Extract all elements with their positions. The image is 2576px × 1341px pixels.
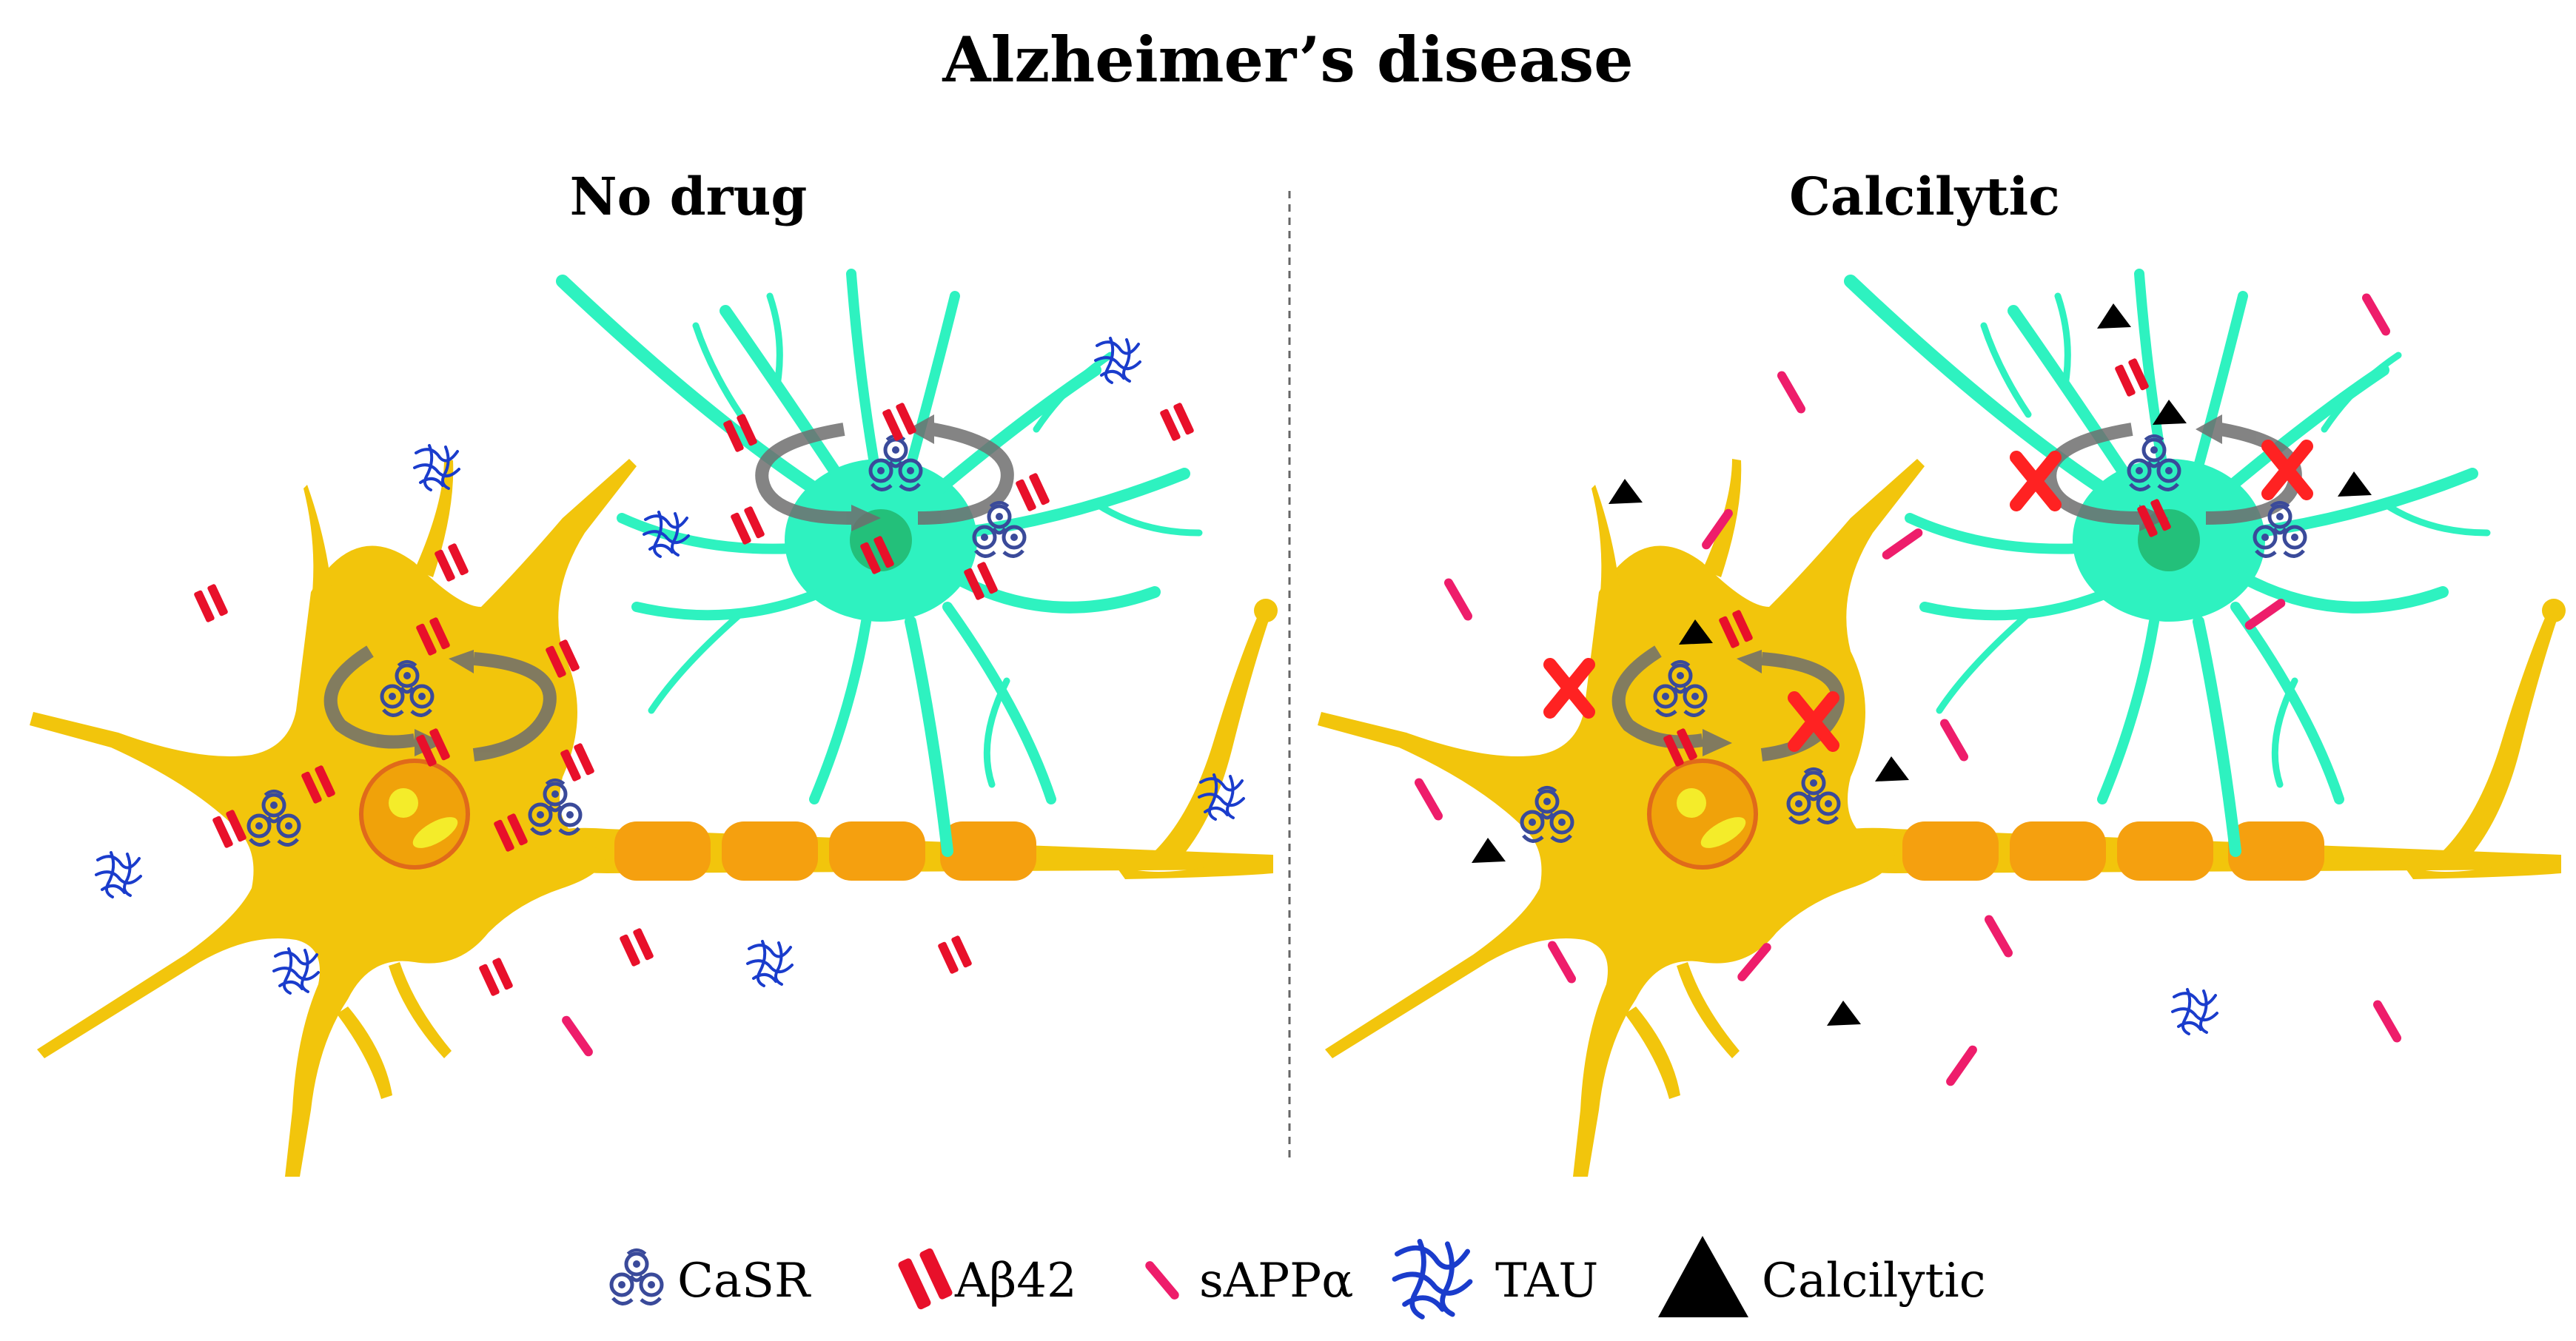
cycle-arrows-astrocyte-left (755, 414, 1014, 531)
sappalpha-left (560, 1014, 595, 1058)
legend-label-sappalpha: sAPPα (1199, 1254, 1353, 1308)
legend-label-abeta42: Aβ42 (954, 1254, 1077, 1308)
panel-calcilytic (1318, 269, 2566, 1177)
myelin-segments-right (1902, 821, 2324, 881)
sappalpha-icon (1143, 1259, 1181, 1302)
legend-item-casr: CaSR (611, 1250, 811, 1308)
panel-title-calcilytic: Calcilytic (1789, 166, 2060, 227)
calcilytic-triangle-icon (1658, 1236, 1748, 1317)
astrocyte-left (556, 269, 1203, 857)
legend-item-calcilytic: Calcilytic (1658, 1236, 1986, 1317)
legend-label-tau: TAU (1495, 1254, 1598, 1308)
casr-receptor-icon (611, 1250, 662, 1304)
legend: CaSR Aβ42 sAPPα TAU Calcilytic (611, 1236, 1986, 1317)
tau-tangle-icon (1395, 1241, 1470, 1317)
abeta42-icon (896, 1247, 954, 1311)
neuron-nucleus-left (359, 759, 470, 870)
astrocyte-right (1844, 269, 2491, 857)
panel-title-no-drug: No drug (570, 166, 808, 227)
legend-item-sappalpha: sAPPα (1143, 1254, 1353, 1308)
neuron-right (1318, 459, 2566, 1177)
neuron-nucleus-right (1647, 759, 1758, 870)
legend-item-abeta42: Aβ42 (896, 1247, 1077, 1311)
myelin-segments-left (614, 821, 1036, 881)
legend-label-calcilytic: Calcilytic (1762, 1254, 1986, 1308)
panel-no-drug (30, 269, 1278, 1177)
main-title: Alzheimer’s disease (942, 23, 1633, 96)
tau-tangle-right (2171, 988, 2218, 1035)
legend-label-casr: CaSR (677, 1254, 811, 1308)
legend-item-tau: TAU (1395, 1241, 1598, 1317)
